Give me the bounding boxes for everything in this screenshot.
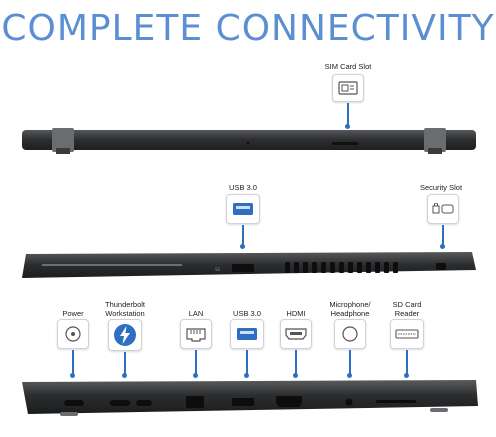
lan-pointer-dot — [193, 373, 198, 378]
sim-pointer-line — [347, 103, 349, 127]
ethernet-icon — [180, 319, 212, 349]
usb-icon — [226, 194, 260, 224]
sim-card-icon — [332, 74, 364, 102]
usb-right-label: USB 3.0 — [229, 183, 257, 192]
thunderbolt-label: Thunderbolt Workstation — [94, 300, 156, 318]
lan-pointer-line — [195, 350, 197, 376]
security-slot-label: Security Slot — [419, 183, 463, 192]
sd-card-label-line1: SD Card — [392, 300, 422, 309]
hdmi-icon — [280, 319, 312, 349]
usb-right-pointer-line — [242, 225, 244, 247]
audio-label-line2: Headphone — [330, 309, 370, 318]
usb-left-pointer-line — [246, 350, 248, 376]
sd-card-icon — [390, 319, 424, 349]
thunderbolt-pointer-dot — [122, 373, 127, 378]
hdmi-pointer-line — [295, 350, 297, 376]
usb-right-pointer-dot — [240, 244, 245, 249]
thunderbolt-label-line1: Thunderbolt — [104, 300, 146, 309]
power-pointer-dot — [70, 373, 75, 378]
power-port-icon — [57, 319, 89, 349]
laptop-back-view — [22, 126, 476, 156]
sd-card-label: SD Card Reader — [382, 300, 432, 318]
svg-text:SS: SS — [215, 267, 221, 272]
sd-card-label-line2: Reader — [394, 309, 420, 318]
security-pointer-dot — [440, 244, 445, 249]
audio-label: Microphone/ Headphone — [322, 300, 378, 318]
sd-pointer-dot — [404, 373, 409, 378]
usb-left-label: USB 3.0 — [233, 309, 261, 318]
hdmi-pointer-dot — [293, 373, 298, 378]
thunderbolt-icon — [108, 319, 142, 351]
sim-card-slot-label: SIM Card Slot — [324, 62, 372, 71]
security-pointer-line — [442, 225, 444, 247]
usb-icon — [230, 319, 264, 349]
audio-pointer-line — [349, 350, 351, 376]
sd-pointer-line — [406, 350, 408, 376]
hdmi-label: HDMI — [286, 309, 306, 318]
thunderbolt-label-line2: Workstation — [105, 309, 145, 318]
power-pointer-line — [72, 350, 74, 376]
audio-pointer-dot — [347, 373, 352, 378]
laptop-right-side-view: SS — [22, 248, 476, 280]
lan-label: LAN — [188, 309, 204, 318]
lock-slot-icon — [427, 194, 459, 224]
thunderbolt-pointer-line — [124, 352, 126, 376]
audio-label-line1: Microphone/ — [329, 300, 371, 309]
audio-jack-icon — [334, 319, 366, 349]
usb-left-pointer-dot — [244, 373, 249, 378]
laptop-left-side-view — [20, 376, 478, 420]
sim-pointer-dot — [345, 124, 350, 129]
page-title: COMPLETE CONNECTIVITY — [1, 8, 495, 49]
power-label: Power — [62, 309, 84, 318]
